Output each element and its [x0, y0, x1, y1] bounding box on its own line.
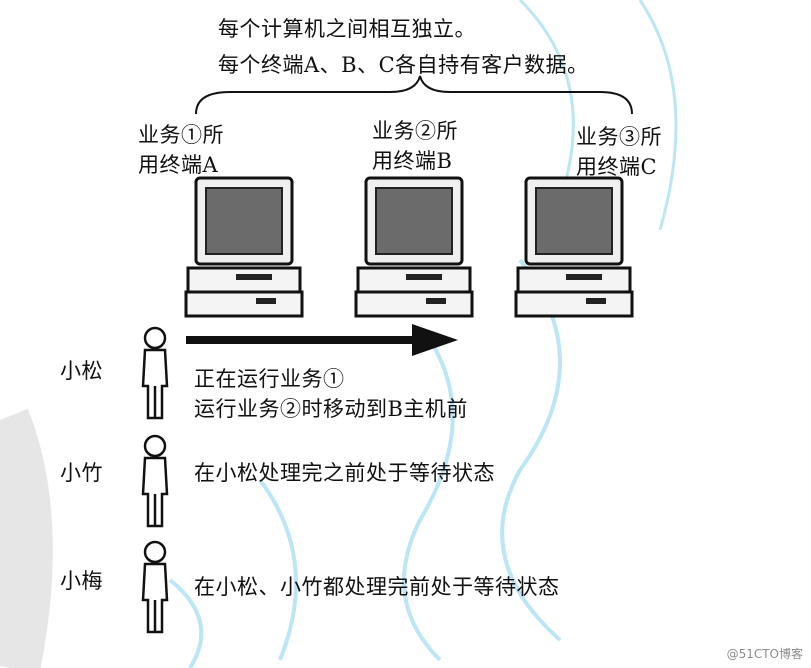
- computer-a-icon: [184, 176, 304, 318]
- terminal-b-label-1: 业务②所: [372, 119, 458, 143]
- terminal-c-label-1: 业务③所: [576, 125, 662, 149]
- curly-brace: [195, 75, 633, 115]
- terminal-a-label-1: 业务①所: [138, 123, 224, 147]
- terminal-c-label-2: 用终端C: [576, 155, 658, 179]
- watermark: @51CTO博客: [726, 647, 803, 661]
- terminal-a-label-2: 用终端A: [138, 153, 219, 177]
- header-line-2: 每个终端A、B、C各自持有客户数据。: [218, 53, 589, 77]
- computer-c-icon: [514, 176, 634, 318]
- status-xiaosong-line-2: 运行业务②时移动到B主机前: [194, 397, 468, 421]
- person-icon-xiaozhu: [141, 434, 169, 528]
- move-arrow-icon: [186, 324, 458, 356]
- user-name-xiaozhu: 小竹: [60, 461, 103, 485]
- status-xiaozhu: 在小松处理完之前处于等待状态: [194, 461, 495, 485]
- header-line-1: 每个计算机之间相互独立。: [218, 17, 476, 41]
- person-icon-xiaomei: [141, 540, 169, 634]
- status-xiaomei: 在小松、小竹都处理完前处于等待状态: [194, 575, 560, 599]
- user-name-xiaosong: 小松: [60, 359, 103, 383]
- status-xiaosong-line-1: 正在运行业务①: [194, 367, 345, 391]
- computer-b-icon: [354, 176, 474, 318]
- person-icon-xiaosong: [141, 326, 169, 420]
- user-name-xiaomei: 小梅: [60, 569, 103, 593]
- terminal-b-label-2: 用终端B: [372, 149, 453, 173]
